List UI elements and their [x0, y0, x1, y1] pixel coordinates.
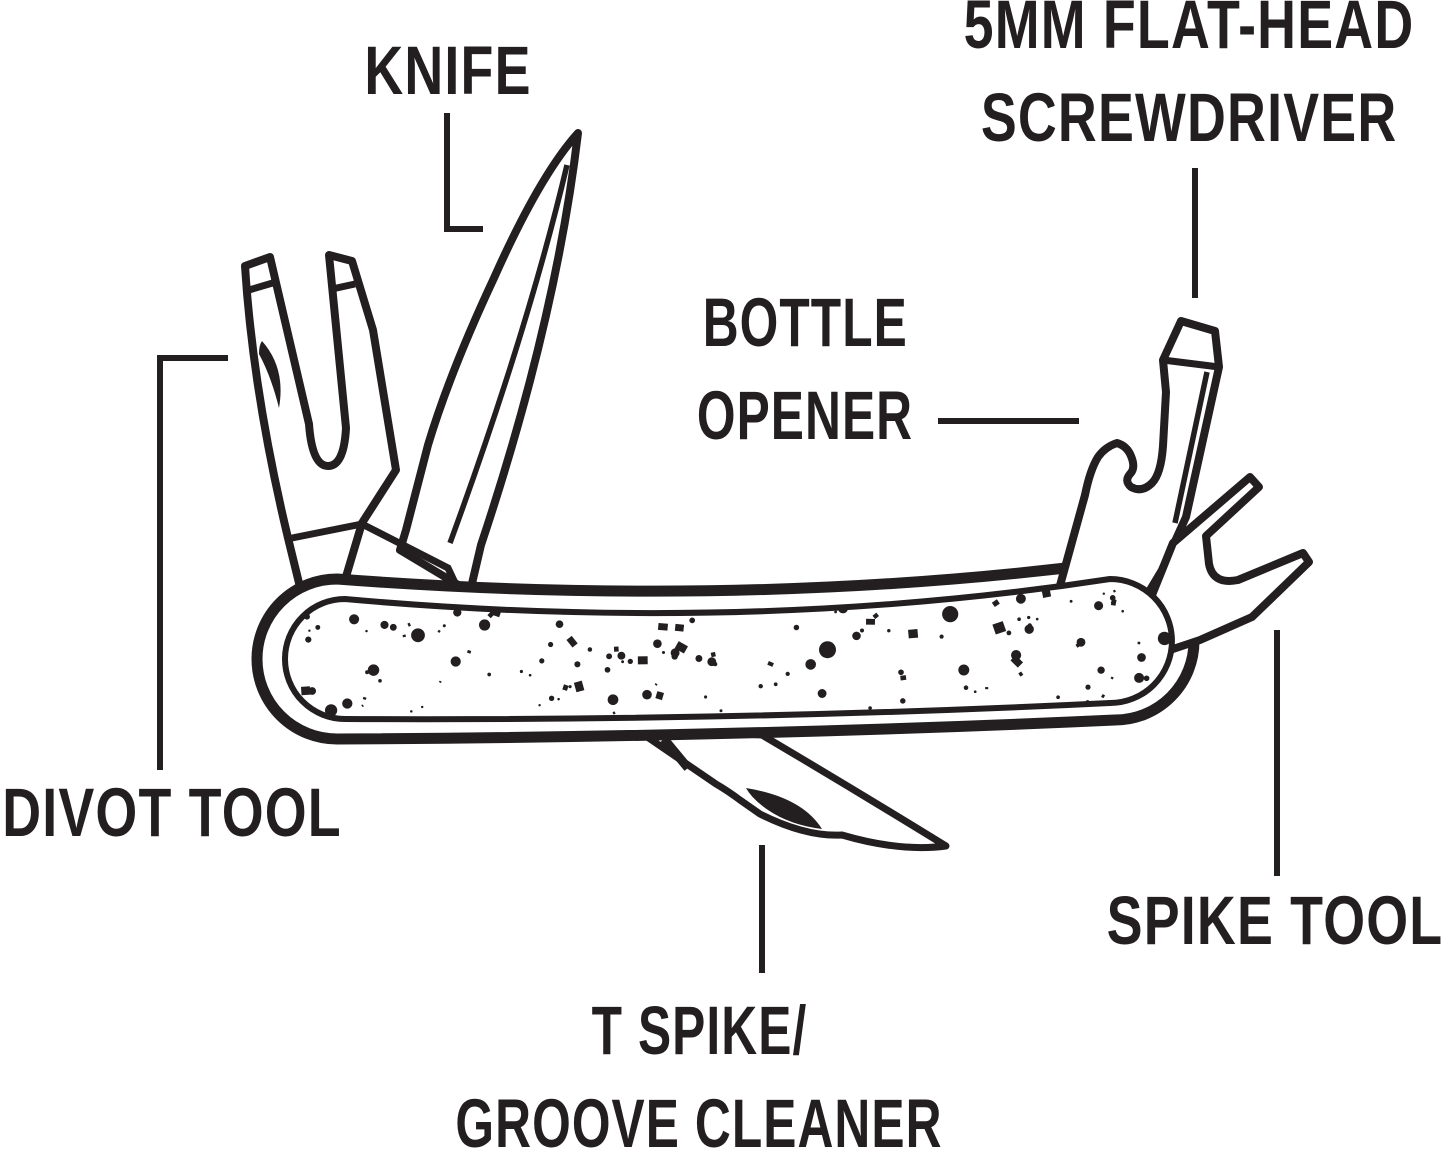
divot-nick: [259, 341, 281, 408]
knife-bolster-line: [291, 520, 461, 589]
t-spike-shape: [630, 724, 950, 852]
spike-tool-label-text: SPIKE TOOL: [1106, 882, 1444, 959]
t-spike-nick: [746, 788, 822, 829]
label-knife: KNIFE: [341, 24, 556, 117]
screwdriver-label-line2: SCREWDRIVER: [980, 79, 1398, 156]
label-t-spike: T SPIKE/ GROOVE CLEANER: [361, 984, 1038, 1151]
knife-bevel-line: [447, 164, 570, 544]
handle-speckle-texture: [295, 582, 1172, 720]
divot-tool-leader-line: [157, 355, 228, 770]
label-spike-tool: SPIKE TOOL: [1059, 874, 1445, 967]
bottle-opener-shape: [1052, 317, 1223, 644]
screwdriver-label-line1: 5MM FLAT-HEAD: [963, 0, 1415, 63]
divot-tool-label-text: DIVOT TOOL: [2, 774, 342, 851]
bottle-opener-label-line2: OPENER: [696, 377, 914, 454]
label-screwdriver: 5MM FLAT-HEAD SCREWDRIVER: [900, 0, 1445, 164]
label-bottle-opener: BOTTLE OPENER: [655, 276, 955, 462]
tools-front: [1052, 317, 1313, 659]
tools-behind-handle: [241, 129, 950, 852]
divot-tool-shape: [241, 251, 400, 632]
divot-tip-line-left: [248, 278, 277, 294]
divot-tip-line-right: [331, 280, 356, 293]
knife-blade-shape: [396, 129, 582, 596]
leader-lines: [157, 113, 1280, 973]
t-spike-label-line2: GROOVE CLEANER: [455, 1085, 943, 1151]
t-spike-label-line1: T SPIKE/: [591, 992, 807, 1069]
knife-label-text: KNIFE: [364, 32, 532, 109]
bottle-opener-edge-line: [1172, 371, 1210, 524]
screwdriver-tip-line: [1162, 356, 1220, 371]
bottle-opener-label-line1: BOTTLE: [702, 284, 908, 361]
knife-leader-line: [444, 113, 483, 232]
spike-tool-shape: [1146, 473, 1313, 659]
t-spike-pivot-line: [660, 736, 692, 771]
label-divot-tool: DIVOT TOOL: [0, 766, 390, 859]
